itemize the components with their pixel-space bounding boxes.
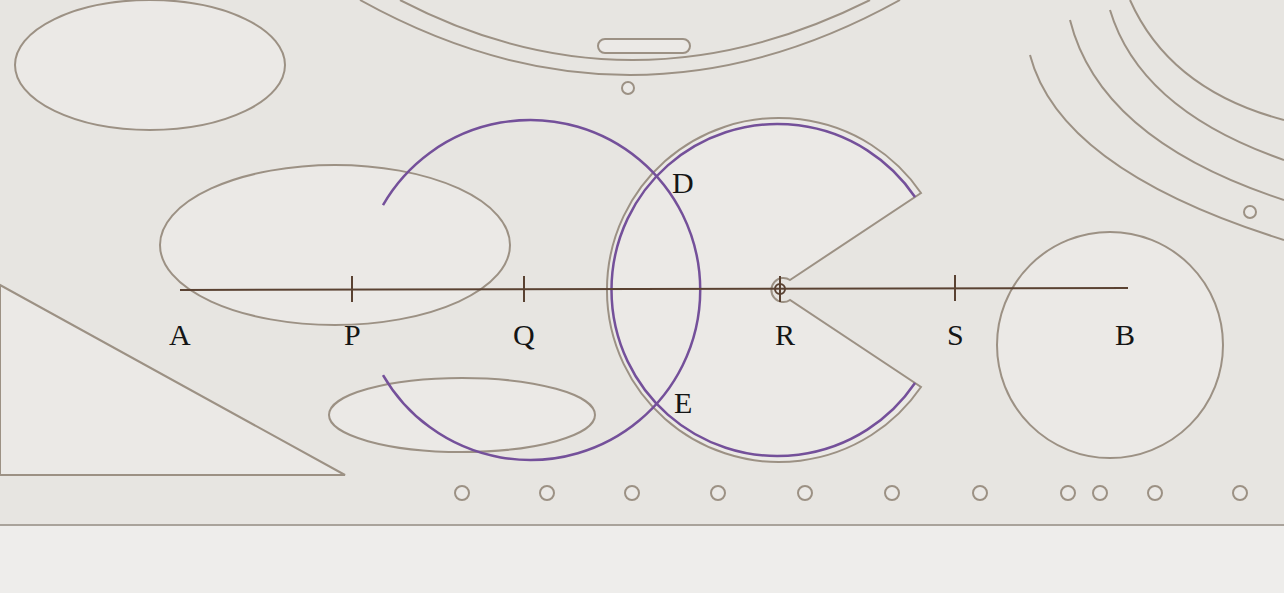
line-ab	[180, 275, 1128, 302]
point-label: E	[674, 388, 692, 418]
point-label: D	[672, 168, 694, 198]
point-label: P	[344, 320, 361, 350]
point-label: Q	[513, 320, 535, 350]
point-label: R	[775, 320, 795, 350]
stencil-edge	[0, 524, 1284, 526]
point-label: A	[169, 320, 191, 350]
paper-ground	[0, 525, 1284, 593]
point-label: S	[947, 320, 964, 350]
stencil-cutouts	[0, 0, 1284, 500]
point-label: B	[1115, 320, 1135, 350]
stencil-ground	[0, 0, 1284, 525]
